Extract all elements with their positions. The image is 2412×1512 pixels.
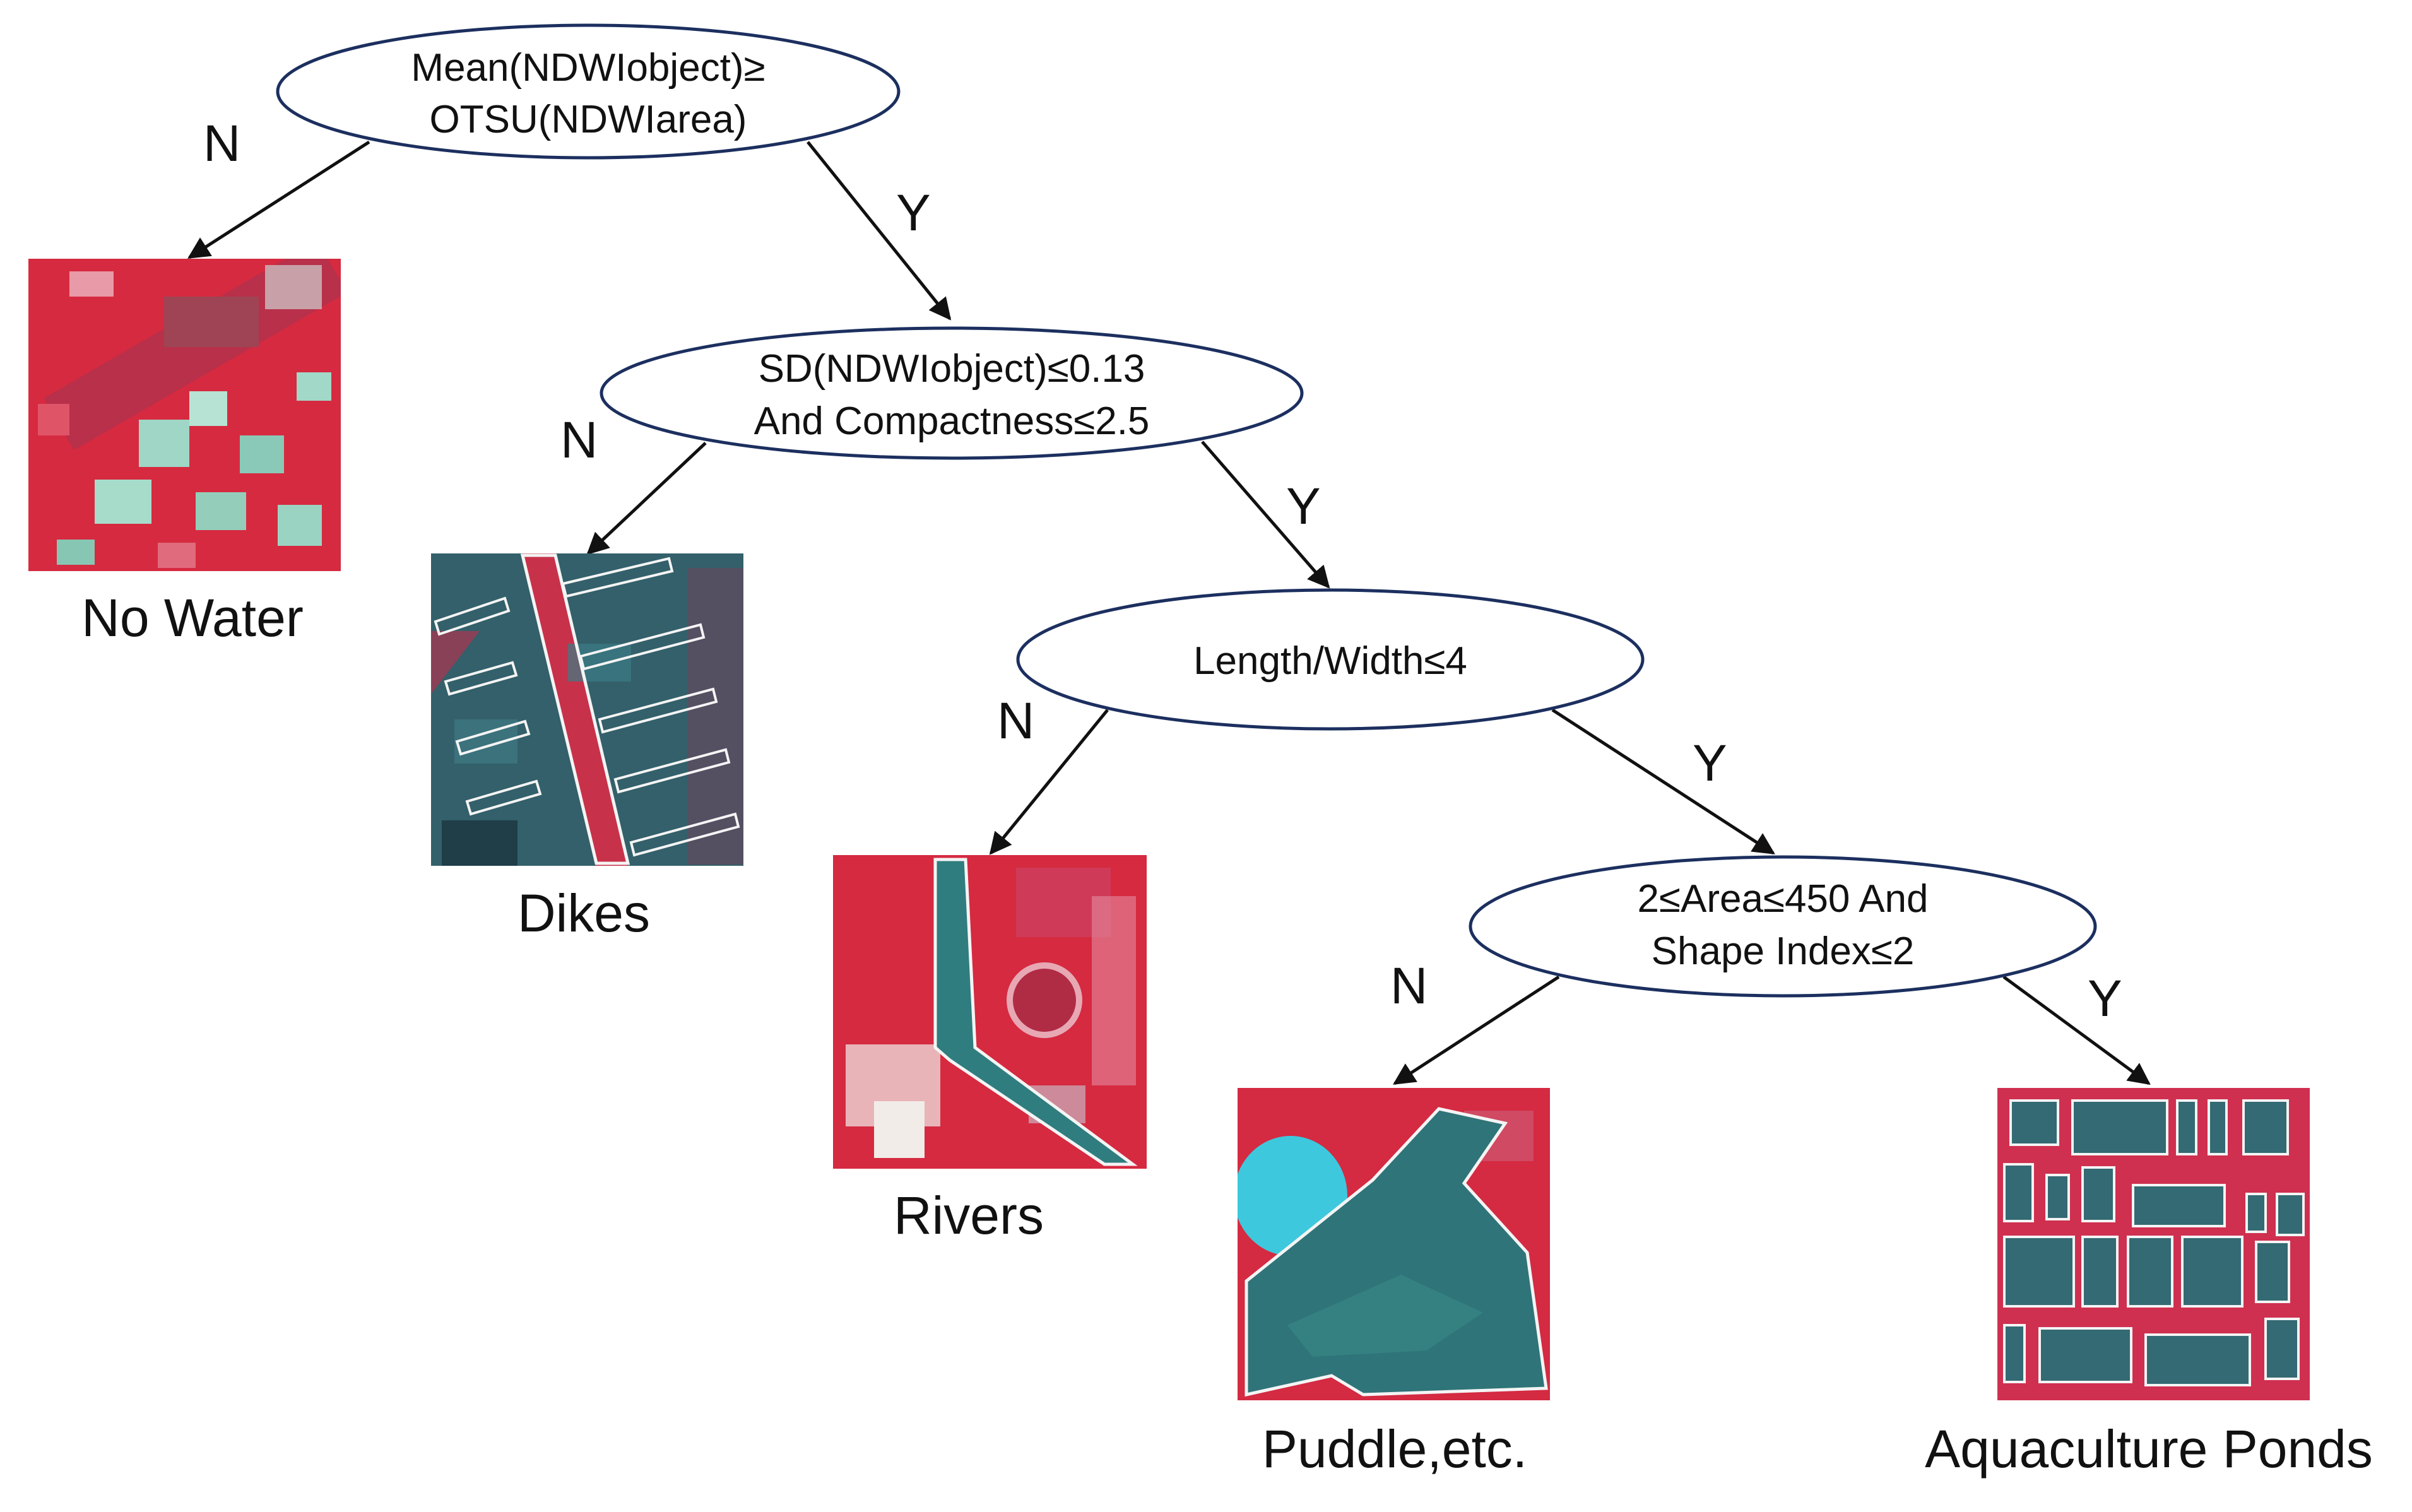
leaf-image-puddle [1238,1088,1550,1400]
edges [187,140,2151,1085]
node-text-line: OTSU(NDWIarea) [430,98,747,141]
edge-n4-ponds [2002,975,2151,1085]
edge-n2-dikes [586,442,707,555]
leaf-labels: No Water Dikes Rivers Puddle,etc. Aquacu… [81,588,2373,1479]
decision-node-1: Mean(NDWIobject)≥ OTSU(NDWIarea) [276,23,901,160]
leaf-image-dikes [431,553,743,866]
node-ellipse [1016,588,1645,731]
edge-n1-no-water [187,140,370,259]
node-text-line: And Compactness≤2.5 [754,399,1150,443]
node-ellipse [1469,855,2097,998]
leaf-image-ponds [1997,1088,2310,1400]
edge-n1-n2 [807,141,952,321]
leaf-image-rivers [833,855,1147,1169]
leaf-label-aquaculture-ponds: Aquaculture Ponds [1925,1419,2373,1479]
edge-n3-n4 [1551,708,1775,855]
decision-node-3: Length/Width≤4 [1016,588,1645,731]
edge-label-n1-yes: Y [896,184,931,242]
edge-label-n1-no: N [203,115,240,172]
leaf-label-puddle: Puddle,etc. [1262,1419,1527,1479]
decision-node-4: 2≤Area≤450 And Shape Index≤2 [1469,855,2097,998]
edge-n2-n3 [1201,440,1330,589]
node-text-line: SD(NDWIobject)≤0.13 [759,347,1145,391]
edge-labels: N Y N Y N Y N Y [203,115,2122,1027]
edge-label-n2-no: N [560,411,598,469]
node-text-line: Shape Index≤2 [1652,930,1915,973]
edge-label-n3-yes: Y [1693,735,1727,792]
decision-node-2: SD(NDWIobject)≤0.13 And Compactness≤2.5 [600,326,1304,460]
leaf-image-no-water [28,259,341,571]
edge-label-n4-no: N [1390,957,1428,1015]
edge-label-n3-no: N [997,692,1034,750]
node-text-line: 2≤Area≤450 And [1637,877,1928,921]
edge-n4-puddle [1393,975,1560,1085]
edge-label-n4-yes: Y [2088,970,2122,1027]
leaf-label-no-water: No Water [81,588,304,647]
node-text-line: Length/Width≤4 [1193,639,1467,683]
leaf-label-rivers: Rivers [894,1186,1044,1245]
leaf-label-dikes: Dikes [517,883,650,943]
node-ellipse [276,23,901,160]
node-ellipse [600,326,1304,460]
node-text-line: Mean(NDWIobject)≥ [411,46,765,90]
edge-label-n2-yes: Y [1286,478,1321,535]
edge-n3-rivers [989,709,1109,855]
